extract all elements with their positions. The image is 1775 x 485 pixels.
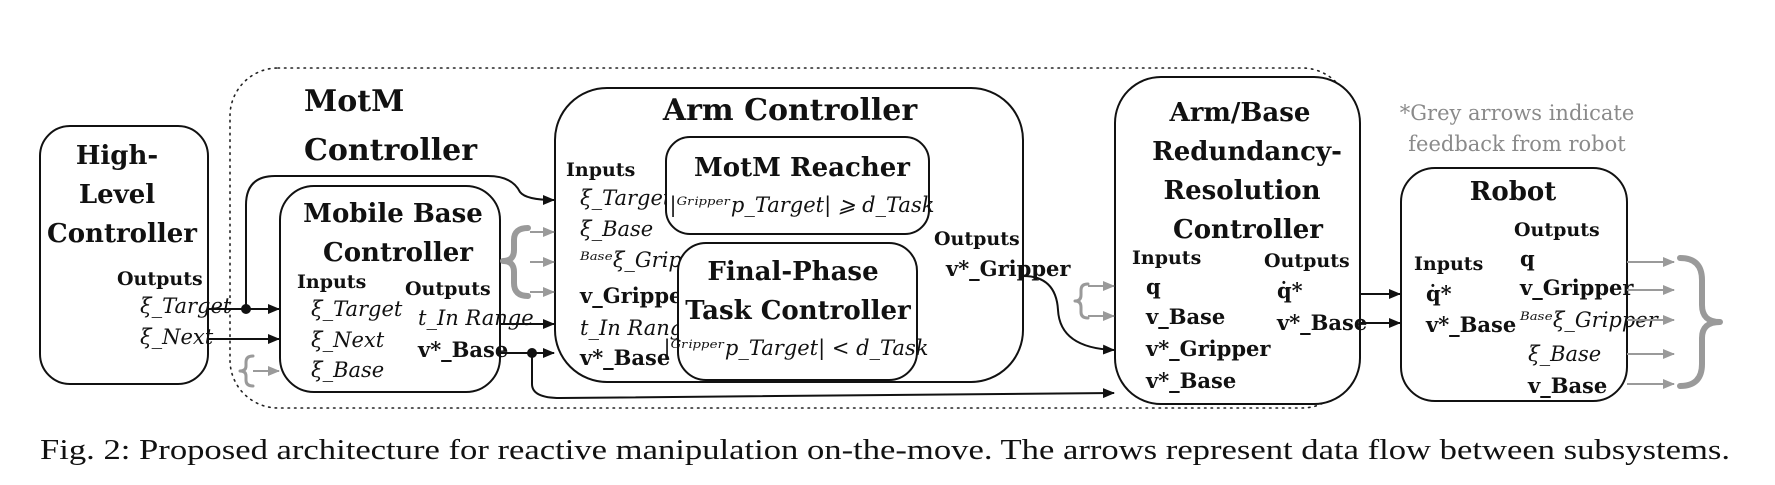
arm-input-xi-target: ξ_Target (580, 186, 672, 210)
arrow-v-base-to-redundancy-controller (531, 353, 1115, 400)
redundancy-resolution-controller: Arm/Base Redundancy- Resolution Controll… (1114, 76, 1367, 405)
redundancy-output-q-dot: q̇* (1277, 278, 1303, 303)
mobile-base-title-line-2: Controller (323, 238, 473, 268)
arm-controller-title: Arm Controller (662, 93, 919, 128)
motm-reacher: MotM Reacher |ᴳʳⁱᵖᵖᵉʳp_Target| ⩾ d_Task (665, 136, 935, 235)
high-level-title-line-3: Controller (47, 219, 197, 249)
arm-input-t-in-range: t_In Range (580, 316, 696, 340)
mobile-base-output-t-in-range: t_In Range (418, 306, 534, 330)
mobile-base-input-xi-next: ξ_Next (311, 328, 385, 352)
redundancy-inputs-label: Inputs (1132, 247, 1201, 269)
robot-output-v-gripper: v_Gripper (1519, 275, 1634, 300)
high-level-output-xi-target: ξ_Target (140, 294, 232, 318)
high-level-title-line-2: Level (79, 180, 155, 210)
arm-input-v-base: v*_Base (579, 345, 670, 370)
redundancy-outputs-label: Outputs (1264, 250, 1350, 272)
mobile-base-inputs-label: Inputs (297, 271, 366, 293)
feedback-note-line-1: *Grey arrows indicate (1400, 101, 1635, 125)
high-level-title-line-1: High- (76, 141, 158, 171)
mobile-base-input-xi-target: ξ_Target (311, 297, 403, 321)
robot-output-xi-base: ξ_Base (1528, 342, 1601, 366)
arm-input-xi-base: ξ_Base (580, 217, 653, 241)
feedback-arrows (238, 225, 1723, 389)
redundancy-title-line-2: Redundancy- (1152, 137, 1342, 167)
junction-dot-xi-target (241, 304, 251, 314)
redundancy-input-v-base: v_Base (1145, 304, 1225, 329)
motm-title-line-1: MotM (304, 84, 404, 119)
redundancy-output-v-base: v*_Base (1276, 310, 1367, 335)
mobile-base-outputs-label: Outputs (405, 278, 491, 300)
robot-outputs-label: Outputs (1514, 219, 1600, 241)
mobile-base-title-line-1: Mobile Base (303, 199, 483, 229)
motm-reacher-condition: |ᴳʳⁱᵖᵖᵉʳp_Target| ⩾ d_Task (670, 193, 935, 218)
robot-input-v-base: v*_Base (1425, 312, 1516, 337)
motm-title-line-2: Controller (304, 133, 478, 168)
robot-feedback-brace (1677, 255, 1723, 389)
mobile-base-feedback-brace (238, 354, 255, 388)
redundancy-title-line-3: Resolution (1163, 176, 1320, 206)
redundancy-input-v-gripper: v*_Gripper (1145, 336, 1271, 361)
robot-title: Robot (1470, 177, 1556, 207)
redundancy-input-q: q (1146, 274, 1161, 299)
robot-input-q-dot: q̇* (1426, 281, 1452, 306)
mobile-base-controller: Mobile Base Controller Inputs Outputs ξ_… (279, 185, 534, 393)
junction-dot-v-base (527, 348, 537, 358)
figure-caption: Fig. 2: Proposed architecture for reacti… (40, 434, 1730, 466)
robot-box: Robot Inputs Outputs q̇* v*_Base q v_Gri… (1400, 167, 1660, 402)
mobile-base-output-v-base: v*_Base (417, 337, 508, 362)
robot-inputs-label: Inputs (1414, 253, 1483, 275)
high-level-controller: High- Level Controller Outputs ξ_Target … (39, 125, 232, 385)
mobile-base-input-xi-base: ξ_Base (311, 358, 384, 382)
high-level-outputs-label: Outputs (117, 268, 203, 290)
arm-output-v-gripper: v*_Gripper (945, 256, 1071, 281)
arm-input-v-gripper: v_Gripper (579, 283, 694, 308)
arm-inputs-label: Inputs (566, 159, 635, 181)
feedback-note-line-2: feedback from robot (1408, 132, 1626, 156)
arrow-v-gripper-to-redundancy-controller (1022, 275, 1115, 355)
final-phase-title-line-2: Task Controller (685, 296, 911, 326)
redundancy-title-line-1: Arm/Base (1169, 98, 1311, 128)
final-phase-task-controller: Final-Phase Task Controller |ᴳʳⁱᵖᵖᵉʳp_Ta… (664, 242, 929, 381)
arm-feedback-brace (500, 225, 531, 299)
arm-controller: Arm Controller Inputs ξ_Target ξ_Base ᴮᵃ… (554, 87, 1071, 383)
motm-reacher-title: MotM Reacher (694, 153, 910, 183)
robot-output-v-base: v_Base (1527, 373, 1607, 398)
redundancy-title-line-4: Controller (1173, 215, 1323, 245)
redundancy-feedback-brace (1073, 282, 1090, 320)
redundancy-input-v-base-star: v*_Base (1145, 368, 1236, 393)
high-level-output-xi-next: ξ_Next (140, 325, 214, 349)
final-phase-title-line-1: Final-Phase (707, 257, 878, 287)
data-flow-arrows (208, 175, 1401, 400)
final-phase-condition: |ᴳʳⁱᵖᵖᵉʳp_Target| < d_Task (664, 336, 929, 361)
robot-output-q: q (1520, 246, 1535, 271)
arm-outputs-label: Outputs (934, 228, 1020, 250)
arrow-xi-target-to-arm-controller (245, 175, 555, 309)
